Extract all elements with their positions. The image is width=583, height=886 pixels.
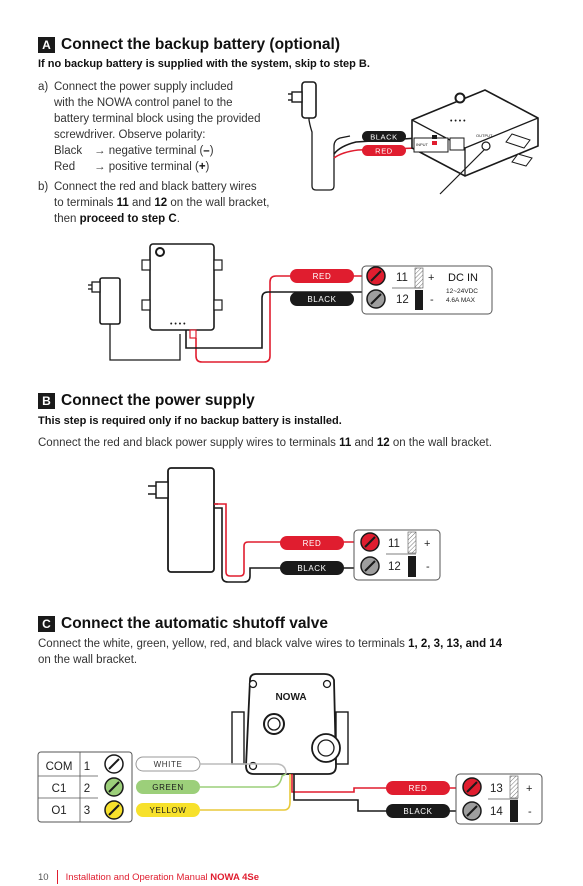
section-b-letter: B	[38, 393, 55, 409]
step-a-line: battery terminal block using the provide…	[54, 113, 261, 125]
polarity-black: Black→ negative terminal (–)	[54, 145, 214, 157]
svg-text:3: 3	[84, 805, 90, 817]
svg-text:1: 1	[84, 761, 90, 773]
svg-text:GREEN: GREEN	[152, 783, 183, 792]
svg-text:+: +	[428, 272, 434, 284]
svg-text:BLACK: BLACK	[370, 133, 398, 142]
wire-label-black	[280, 561, 344, 575]
diagram-battery-to-bracket: • • • • RED BLACK 11 12 + - DC IN 12~24V…	[88, 243, 493, 363]
step-a-line: Connect the power supply included	[54, 81, 234, 93]
diagram-power-supply-to-bracket: RED BLACK 11 12 + -	[148, 467, 441, 583]
svg-text:O1: O1	[51, 805, 66, 817]
terminal-block: 11 12 + -	[353, 529, 441, 581]
svg-text:RED: RED	[313, 272, 332, 281]
section-b-subtitle: This step is required only if no backup …	[38, 415, 342, 427]
svg-text:YELLOW: YELLOW	[150, 806, 187, 815]
svg-text:NOWA: NOWA	[275, 692, 306, 703]
svg-text:• • • •: • • • •	[450, 118, 466, 125]
svg-text:11: 11	[396, 272, 408, 284]
terminal-block: 11 12 + - DC IN 12~24VDC 4.6A MAX	[361, 265, 493, 315]
section-c-letter: C	[38, 616, 55, 632]
wire-label-red	[386, 781, 450, 795]
svg-text:COM: COM	[46, 761, 73, 773]
wire-label-green	[136, 780, 200, 794]
diagram-power-to-panel: BLACK RED • • • • INPUT OUTPUT	[288, 81, 539, 195]
svg-text:4.6A MAX: 4.6A MAX	[446, 297, 476, 304]
svg-text:• • • •: • • • •	[170, 321, 186, 328]
wire-label-black	[290, 292, 354, 306]
control-panel-icon: • • • • INPUT OUTPUT	[411, 89, 539, 195]
section-a-title: Connect the backup battery (optional)	[61, 36, 341, 53]
svg-text:12: 12	[396, 294, 409, 306]
section-a-subtitle: If no backup battery is supplied with th…	[38, 58, 370, 70]
wire-label-black	[362, 131, 406, 142]
wire-label-yellow	[136, 803, 200, 817]
power-adapter-icon	[88, 277, 181, 361]
wire-label-red	[290, 269, 354, 283]
wire-label-black	[386, 804, 450, 818]
footer-divider	[56, 870, 58, 884]
step-a-line: with the NOWA control panel to the	[54, 97, 233, 109]
shutoff-valve-icon: NOWA	[231, 673, 349, 775]
svg-text:2: 2	[84, 783, 90, 795]
wire-label-red	[362, 145, 406, 156]
svg-text:-: -	[426, 561, 430, 573]
power-adapter-icon	[148, 467, 218, 573]
step-a-instructions: a) Connect the power supply included wit…	[38, 79, 293, 227]
step-a-prefix: a)	[38, 81, 49, 93]
svg-text:12~24VDC: 12~24VDC	[446, 288, 478, 295]
svg-text:14: 14	[490, 806, 503, 818]
terminal-block-left: COM C1 O1 1 2 3	[37, 751, 133, 823]
section-b-body: Connect the red and black power supply w…	[38, 437, 492, 449]
svg-text:BLACK: BLACK	[403, 807, 432, 816]
step-b-line: Connect the red and black battery wires	[54, 181, 257, 193]
svg-text:BLACK: BLACK	[307, 295, 336, 304]
section-c-body: Connect the white, green, yellow, red, a…	[38, 638, 503, 666]
section-b-title: Connect the power supply	[61, 392, 255, 409]
polarity-red: Red→ positive terminal (+)	[54, 161, 210, 173]
svg-text:BLACK: BLACK	[297, 564, 326, 573]
svg-text:WHITE: WHITE	[154, 760, 183, 769]
svg-text:12: 12	[388, 561, 401, 573]
svg-text:DC IN: DC IN	[448, 272, 478, 284]
svg-text:RED: RED	[409, 784, 428, 793]
power-adapter-icon	[288, 81, 351, 191]
svg-text:+: +	[526, 783, 532, 795]
step-b-line: to terminals 11 and 12 on the wall brack…	[54, 197, 270, 209]
step-b-line: then proceed to step C.	[54, 213, 180, 225]
diagram-valve-to-bracket: NOWA WHITE GREEN YELLOW COM C1 O1 1 2 3 …	[37, 673, 543, 825]
wire-label-red	[280, 536, 344, 550]
svg-text:OUTPUT: OUTPUT	[476, 133, 493, 138]
svg-text:-: -	[430, 294, 434, 306]
svg-text:11: 11	[388, 538, 400, 550]
footer-manual-title: Installation and Operation Manual NOWA 4…	[65, 871, 260, 883]
control-panel-icon: • • • •	[141, 243, 223, 339]
section-c-heading: C Connect the automatic shutoff valve	[38, 615, 328, 633]
svg-text:-: -	[528, 806, 532, 818]
svg-text:13: 13	[490, 783, 503, 795]
section-a-letter: A	[38, 37, 55, 53]
step-a-line: screwdriver. Observe polarity:	[54, 129, 206, 141]
svg-text:C1: C1	[52, 783, 67, 795]
page-footer: 10 Installation and Operation Manual NOW…	[38, 870, 259, 884]
svg-text:INPUT: INPUT	[416, 142, 429, 147]
section-a-heading: A Connect the backup battery (optional)	[38, 36, 340, 54]
step-b-prefix: b)	[38, 181, 49, 193]
svg-text:+: +	[424, 538, 430, 550]
section-b-heading: B Connect the power supply	[38, 392, 255, 410]
svg-text:RED: RED	[375, 147, 393, 156]
terminal-block-right: 13 14 + -	[455, 773, 543, 825]
section-c-title: Connect the automatic shutoff valve	[61, 615, 328, 632]
page-number: 10	[38, 871, 49, 883]
svg-text:RED: RED	[303, 539, 322, 548]
